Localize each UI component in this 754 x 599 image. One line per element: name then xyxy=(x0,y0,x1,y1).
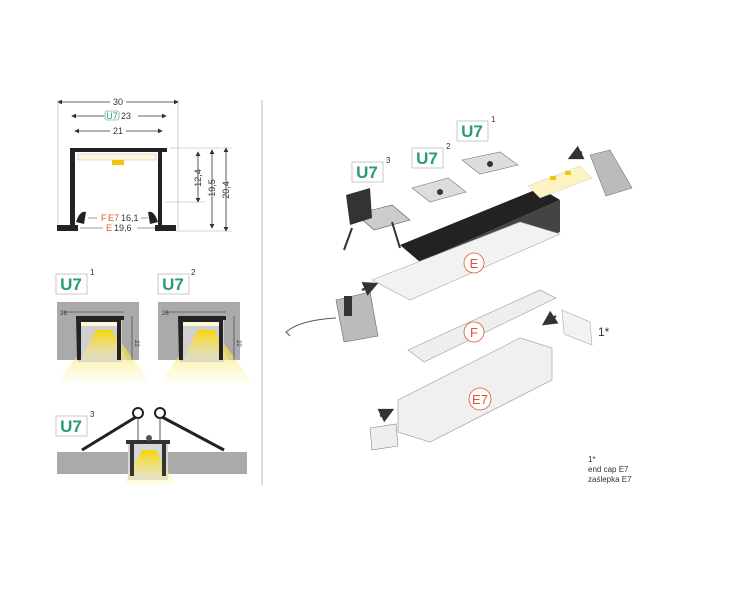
u7-label: U7 xyxy=(461,122,483,141)
dim-height: 22 xyxy=(235,340,241,347)
note-line-2: zaślepka E7 xyxy=(588,475,632,484)
cover-label-f: F xyxy=(470,325,478,340)
mounting-variant-1: U7 1 26 22 xyxy=(55,268,150,382)
part-u7-1: U7 1 xyxy=(456,115,496,142)
mounting-variant-2: U7 2 26 22 xyxy=(157,268,252,382)
cross-section-drawing: 30 U7 23 21 F E7 16,1 E 19,6 12,4 19,5 2… xyxy=(57,97,232,233)
dim-width-u7: 23 xyxy=(121,111,131,121)
dim-height-1: 12,4 xyxy=(193,169,203,187)
u7-label: U7 xyxy=(60,275,82,294)
u7-label: U7 xyxy=(416,149,438,168)
dim-height-3: 20,4 xyxy=(221,181,231,199)
variant-number: 3 xyxy=(90,410,95,419)
part-number: 3 xyxy=(386,156,391,165)
part-number: 1 xyxy=(491,115,496,124)
u7-label: U7 xyxy=(162,275,184,294)
dim-height-2: 19,5 xyxy=(207,179,217,197)
mounting-variant-3: U7 3 xyxy=(55,407,247,486)
cover-label-e7: E7 xyxy=(472,392,488,407)
u7-label: U7 xyxy=(60,417,82,436)
dim-e-badge: E xyxy=(106,223,112,233)
dim-e-value: 19,6 xyxy=(114,223,132,233)
variant-number: 2 xyxy=(191,268,196,277)
dim-width: 26 xyxy=(60,311,67,317)
dim-height: 22 xyxy=(133,340,139,347)
dim-u7-badge: U7 xyxy=(106,111,118,121)
dim-fe7-value: 16,1 xyxy=(121,213,139,223)
dim-e7-badge: E7 xyxy=(108,213,119,223)
part-u7-3: U7 3 xyxy=(351,156,391,183)
dim-width: 26 xyxy=(162,311,169,317)
part-number: 2 xyxy=(446,142,451,151)
variant-number: 1 xyxy=(90,268,95,277)
endcap-ref: 1* xyxy=(598,325,610,339)
cover-label-e: E xyxy=(470,256,479,271)
dim-f-badge: F xyxy=(101,213,107,223)
note-ref: 1* xyxy=(588,455,596,464)
exploded-view: U7 1 U7 2 U7 3 xyxy=(285,115,633,484)
note-line-1: end cap E7 xyxy=(588,465,629,474)
part-u7-2: U7 2 xyxy=(411,142,451,169)
dim-width-inner: 21 xyxy=(113,126,123,136)
dim-width-total: 30 xyxy=(113,97,123,107)
u7-label: U7 xyxy=(356,163,378,182)
